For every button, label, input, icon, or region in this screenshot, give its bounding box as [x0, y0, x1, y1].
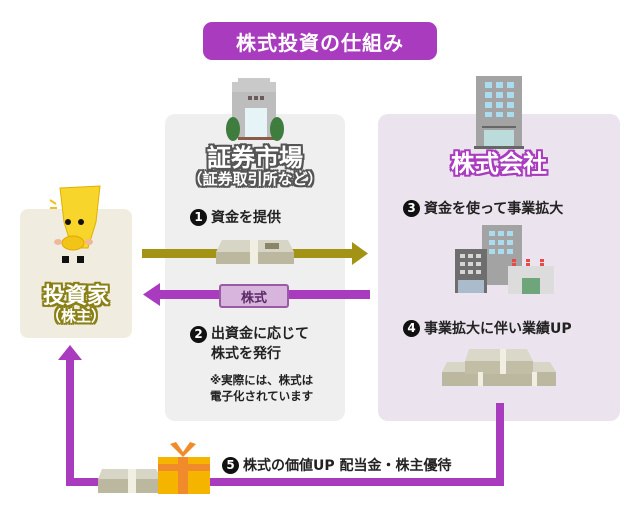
gift-box-icon	[158, 442, 210, 494]
electronic-stock-note: ※実際には、株式は 電子化されています	[210, 372, 313, 404]
securities-market-subtitle: （証券取引所など）	[187, 170, 323, 188]
step-text: 事業拡大に伴い業績UP	[424, 321, 572, 337]
step-3: 3 資金を使って事業拡大	[403, 198, 563, 218]
step-5: 5 株式の価値UP 配当金・株主優待	[222, 455, 452, 475]
step-number-badge: 1	[190, 208, 207, 226]
money-stack-icon	[442, 349, 556, 386]
step-number-badge: 2	[190, 325, 207, 343]
step-text-line1: 出資金に応じて	[211, 326, 309, 342]
company-building-icon	[474, 76, 524, 149]
securities-market-title: 証券市場	[207, 144, 303, 172]
investor-subtitle: （株主）	[45, 307, 106, 325]
step-text: 資金を使って事業拡大	[424, 201, 564, 217]
company-title: 株式会社	[451, 150, 547, 178]
factory-icon	[508, 259, 554, 294]
money-bundle-icon	[216, 240, 294, 264]
page-title: 株式投資の仕組み	[203, 22, 437, 60]
step-number-badge: 5	[222, 456, 239, 474]
step-2: 2 出資金に応じて 株式を発行	[190, 324, 309, 364]
dividend-money-icon	[98, 469, 162, 493]
step-text: 資金を提供	[211, 210, 281, 226]
step-4: 4 事業拡大に伴い業績UP	[403, 318, 572, 338]
return-flow-arrow	[58, 345, 504, 486]
note-line1: ※実際には、株式は	[210, 373, 314, 387]
step-1: 1 資金を提供	[190, 207, 281, 227]
investor-character-icon	[49, 185, 101, 263]
step-text-line2: 株式を発行	[211, 346, 281, 362]
securities-market-panel	[165, 114, 345, 421]
stock-exchange-building-icon	[226, 78, 284, 141]
investor-title: 投資家	[42, 284, 109, 309]
stock-certificate: 株式	[219, 284, 289, 308]
note-line2: 電子化されています	[210, 389, 314, 403]
step-number-badge: 4	[403, 319, 420, 337]
step-number-badge: 3	[403, 199, 420, 217]
step-text: 株式の価値UP 配当金・株主優待	[243, 458, 452, 474]
